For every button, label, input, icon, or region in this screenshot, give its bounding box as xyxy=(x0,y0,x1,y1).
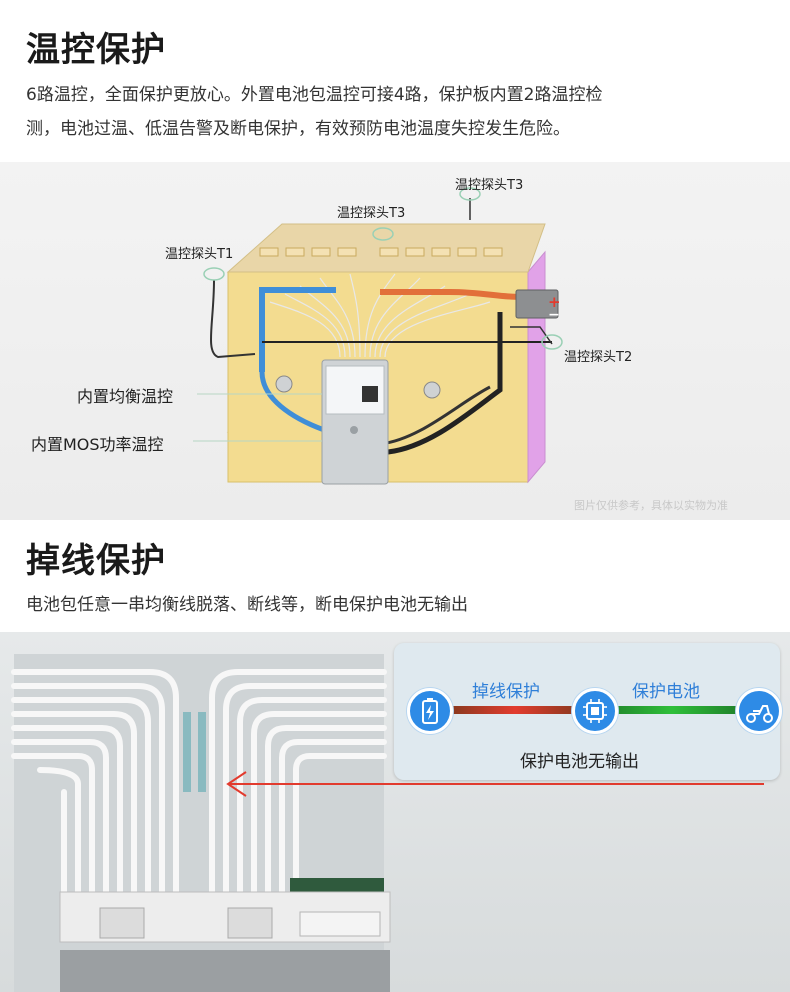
section-desc-line1: 6路温控，全面保护更放心。外置电池包温控可接4路，保护板内置2路温控检 xyxy=(26,85,603,105)
protected-wire-segment xyxy=(602,706,742,714)
battery-pack-illustration xyxy=(193,187,563,485)
balance-wire-illustration xyxy=(11,654,764,992)
flow-label-disconnect: 掉线保护 xyxy=(472,682,540,702)
section-title-disconnect: 掉线保护 xyxy=(26,541,166,581)
broken-wire-segment xyxy=(440,706,590,714)
battery-icon xyxy=(407,688,453,734)
chip-icon xyxy=(572,688,618,734)
callout-mos-temp: 内置MOS功率温控 xyxy=(31,435,164,454)
disclaimer-watermark: 图片仅供参考，具体以实物为准 xyxy=(574,499,728,512)
callout-probe-t2: 温控探头T2 xyxy=(564,350,633,365)
flow-footer-text: 保护电池无输出 xyxy=(520,752,639,772)
callout-probe-t3-mid: 温控探头T3 xyxy=(337,206,406,221)
flow-label-protect: 保护电池 xyxy=(632,682,700,702)
terminal-plus-sign: + xyxy=(548,293,561,311)
callout-balance-temp: 内置均衡温控 xyxy=(77,387,174,406)
scooter-icon xyxy=(736,688,782,734)
callout-probe-t3-top: 温控探头T3 xyxy=(455,178,524,193)
terminal-minus-sign: − xyxy=(548,307,560,323)
section-title-temperature: 温控保护 xyxy=(26,30,166,70)
callout-probe-t1: 温控探头T1 xyxy=(165,247,234,262)
section-desc-line2: 测，电池过温、低温告警及断电保护，有效预防电池温度失控发生危险。 xyxy=(26,119,570,139)
section2-desc: 电池包任意一串均衡线脱落、断线等，断电保护电池无输出 xyxy=(26,595,468,615)
